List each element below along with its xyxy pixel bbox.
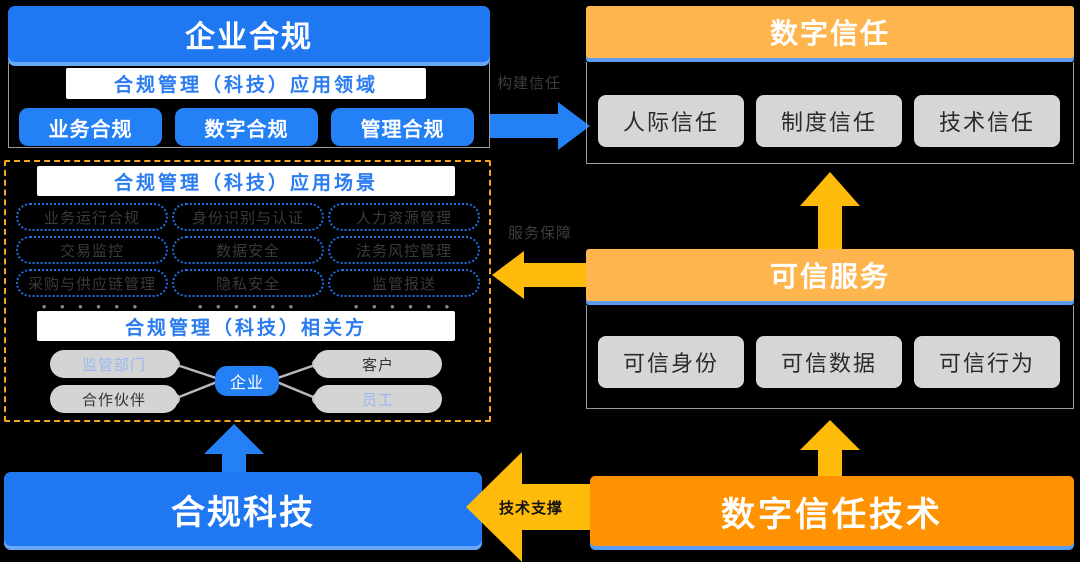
enterprise-compliance-header: 企业合规 (8, 6, 490, 62)
tech-support-label: 技术支撑 (492, 495, 570, 519)
tech-to-service-arrow-icon (800, 420, 860, 476)
domain-chip-business-label: 业务合规 (48, 118, 133, 141)
stakeholder-enterprise-label: 企业 (229, 375, 264, 392)
service-card-data-label: 可信数据 (780, 351, 877, 376)
stakeholder-regulator[interactable]: 监管部门 (50, 350, 178, 378)
scenario-pill-label: 监管报送 (371, 275, 436, 293)
trust-card-institutional[interactable]: 制度信任 (756, 95, 902, 147)
scenario-pill-label: 人力资源管理 (355, 209, 452, 227)
domain-chip-digital-label: 数字合规 (204, 118, 289, 141)
compliance-domain-panel (8, 62, 490, 148)
scenario-caption-label: 合规管理（科技）应用场景 (113, 172, 378, 194)
domain-caption: 合规管理（科技）应用领域 (66, 68, 426, 99)
digital-trust-header: 数字信任 (586, 6, 1074, 58)
tech-support-label-text: 技术支撑 (498, 499, 563, 517)
scenario-pill-label: 隐私安全 (215, 275, 280, 293)
trusted-service-panel (586, 305, 1074, 409)
scenario-pill[interactable]: 数据安全 (172, 236, 324, 264)
service-guarantee-label-text: 服务保障 (508, 225, 573, 242)
stakeholder-partner-label: 合作伙伴 (81, 391, 146, 409)
scenario-ellipsis-label: • • • • • • (197, 299, 299, 314)
service-card-identity[interactable]: 可信身份 (598, 336, 744, 388)
trust-card-technical-label: 技术信任 (938, 110, 1035, 135)
scenario-pill-label: 数据安全 (215, 242, 280, 260)
compliance-up-arrow-icon (204, 424, 264, 482)
trusted-service-header-label: 可信服务 (769, 261, 890, 292)
stakeholder-caption-label: 合规管理（科技）相关方 (124, 317, 367, 339)
domain-chip-management[interactable]: 管理合规 (331, 108, 474, 146)
domain-chip-management-label: 管理合规 (360, 118, 445, 141)
service-card-behavior[interactable]: 可信行为 (914, 336, 1060, 388)
service-card-data[interactable]: 可信数据 (756, 336, 902, 388)
scenario-ellipsis-label: • • • • • • (41, 299, 143, 314)
enterprise-compliance-header-label: 企业合规 (185, 21, 313, 54)
digital-trust-header-label: 数字信任 (769, 18, 890, 49)
tech-support-arrow-icon (466, 452, 596, 562)
stakeholder-customer-label: 客户 (361, 356, 394, 374)
stakeholder-employee[interactable]: 员工 (314, 385, 442, 413)
stakeholder-customer[interactable]: 客户 (314, 350, 442, 378)
digital-trust-panel (586, 62, 1074, 164)
compliance-tech-footer-label: 合规科技 (171, 493, 315, 532)
service-card-behavior-label: 可信行为 (938, 351, 1035, 376)
scenario-ellipsis: • • • • • • (16, 299, 168, 314)
scenario-caption: 合规管理（科技）应用场景 (37, 166, 455, 196)
scenario-pill[interactable]: 监管报送 (328, 269, 480, 297)
digital-trust-tech-footer-label: 数字信任技术 (721, 495, 943, 534)
scenario-pill[interactable]: 人力资源管理 (328, 203, 480, 231)
scenario-pill-label: 交易监控 (59, 242, 124, 260)
stakeholder-partner[interactable]: 合作伙伴 (50, 385, 178, 413)
build-trust-arrow-icon (490, 102, 590, 150)
stakeholder-employee-label: 员工 (361, 391, 394, 409)
stakeholder-enterprise[interactable]: 企业 (215, 366, 279, 396)
scenario-ellipsis: • • • • • • (328, 299, 480, 314)
domain-caption-label: 合规管理（科技）应用领域 (113, 75, 378, 96)
compliance-tech-footer: 合规科技 (4, 472, 482, 546)
service-guarantee-arrow-icon (492, 251, 592, 299)
service-guarantee-label: 服务保障 (508, 222, 572, 243)
digital-trust-tech-footer: 数字信任技术 (590, 476, 1074, 546)
domain-chip-digital[interactable]: 数字合规 (175, 108, 318, 146)
build-trust-label: 构建信任 (497, 72, 561, 93)
stakeholder-regulator-label: 监管部门 (81, 356, 146, 374)
scenario-pill-label: 业务运行合规 (43, 209, 140, 227)
scenario-pill-label: 法务风控管理 (355, 242, 452, 260)
stakeholder-caption: 合规管理（科技）相关方 (37, 311, 455, 341)
scenario-pill[interactable]: 隐私安全 (172, 269, 324, 297)
scenario-pill[interactable]: 法务风控管理 (328, 236, 480, 264)
service-card-identity-label: 可信身份 (622, 351, 719, 376)
scenario-ellipsis: • • • • • • (172, 299, 324, 314)
scenario-pill[interactable]: 采购与供应链管理 (16, 269, 168, 297)
scenario-pill-label: 采购与供应链管理 (27, 275, 156, 293)
trusted-service-header: 可信服务 (586, 249, 1074, 301)
trust-card-interpersonal[interactable]: 人际信任 (598, 95, 744, 147)
service-to-trust-arrow-icon (800, 172, 860, 250)
scenario-pill[interactable]: 交易监控 (16, 236, 168, 264)
scenario-ellipsis-label: • • • • • • (353, 299, 455, 314)
scenario-pill-label: 身份识别与认证 (191, 209, 304, 227)
scenario-pill[interactable]: 业务运行合规 (16, 203, 168, 231)
scenario-pill[interactable]: 身份识别与认证 (172, 203, 324, 231)
trust-card-institutional-label: 制度信任 (780, 110, 877, 135)
trust-card-technical[interactable]: 技术信任 (914, 95, 1060, 147)
trust-card-interpersonal-label: 人际信任 (622, 110, 719, 135)
domain-chip-business[interactable]: 业务合规 (19, 108, 162, 146)
build-trust-label-text: 构建信任 (497, 75, 562, 92)
